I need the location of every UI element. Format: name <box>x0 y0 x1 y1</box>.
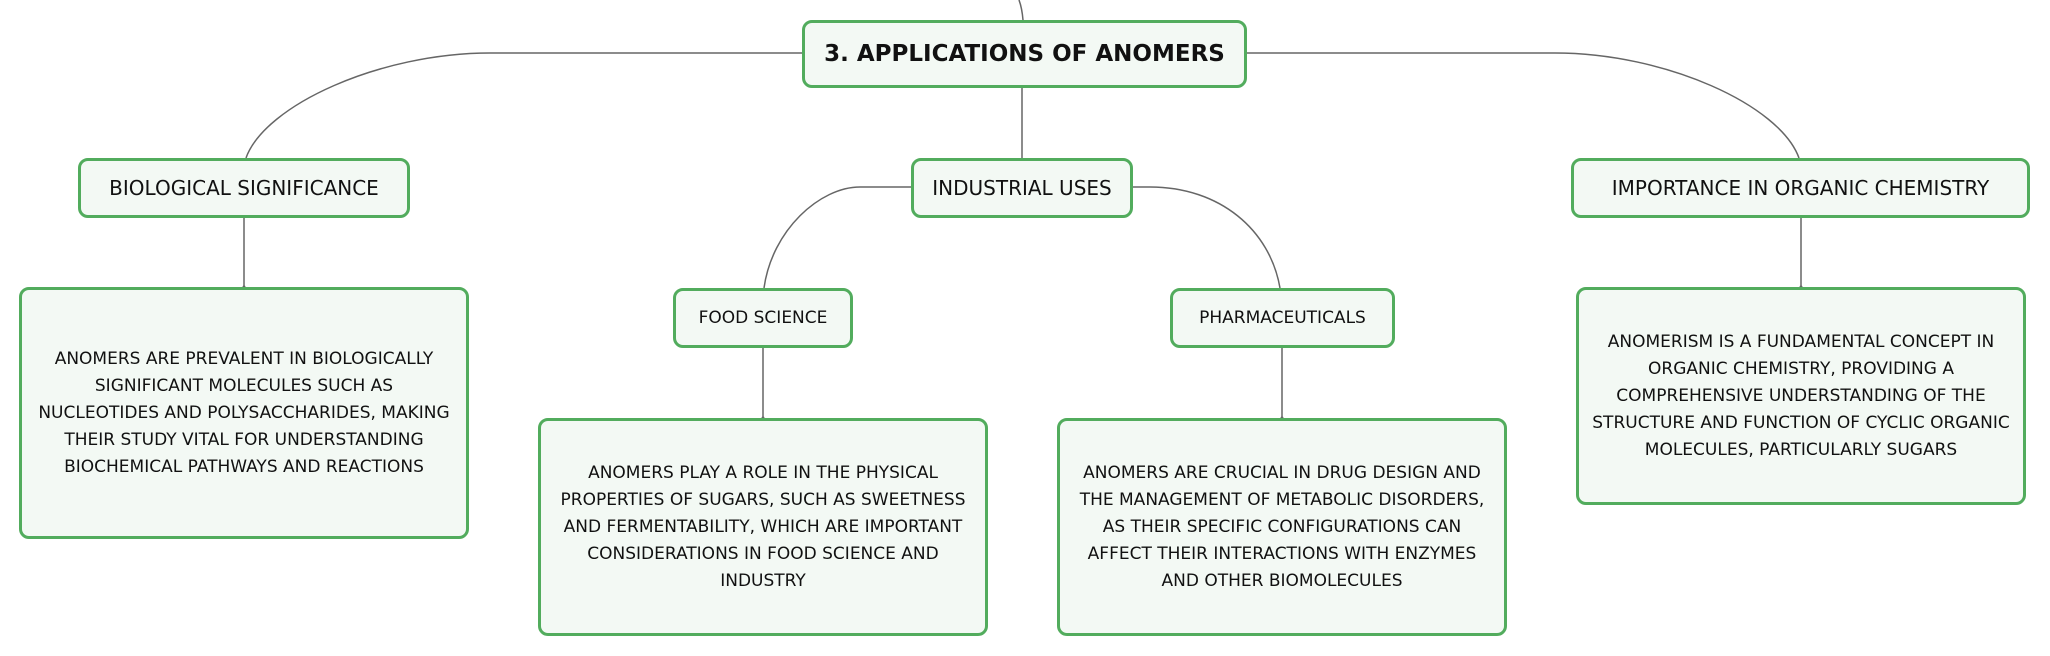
topic-industrial-uses-label: INDUSTRIAL USES <box>932 176 1112 200</box>
root-topic-label: 3. APPLICATIONS OF ANOMERS <box>824 41 1225 67</box>
detail-food-science-text: ANOMERS PLAY A ROLE IN THE PHYSICAL PROP… <box>560 462 966 591</box>
connector-parent-to-root <box>1018 0 1024 21</box>
detail-biological-significance-text: ANOMERS ARE PREVALENT IN BIOLOGICALLY SI… <box>38 348 450 477</box>
detail-pharmaceuticals-text: ANOMERS ARE CRUCIAL IN DRUG DESIGN AND T… <box>1079 462 1485 591</box>
connector-industrial-to-food <box>763 186 911 289</box>
topic-food-science[interactable]: FOOD SCIENCE <box>673 288 853 348</box>
connector-root-to-organic <box>1247 52 1800 159</box>
detail-pharmaceuticals[interactable]: ANOMERS ARE CRUCIAL IN DRUG DESIGN AND T… <box>1057 418 1507 636</box>
root-topic[interactable]: 3. APPLICATIONS OF ANOMERS <box>802 20 1247 88</box>
topic-pharmaceuticals-label: PHARMACEUTICALS <box>1199 308 1366 328</box>
topic-food-science-label: FOOD SCIENCE <box>698 308 828 328</box>
connector-industrial-to-pharma <box>1133 186 1281 289</box>
topic-organic-chemistry-label: IMPORTANCE IN ORGANIC CHEMISTRY <box>1611 176 1990 200</box>
topic-biological-significance[interactable]: BIOLOGICAL SIGNIFICANCE <box>78 158 410 218</box>
detail-food-science[interactable]: ANOMERS PLAY A ROLE IN THE PHYSICAL PROP… <box>538 418 988 636</box>
topic-pharmaceuticals[interactable]: PHARMACEUTICALS <box>1170 288 1395 348</box>
topic-industrial-uses[interactable]: INDUSTRIAL USES <box>911 158 1133 218</box>
detail-organic-chemistry-text: ANOMERISM IS A FUNDAMENTAL CONCEPT IN OR… <box>1592 331 2010 460</box>
detail-organic-chemistry[interactable]: ANOMERISM IS A FUNDAMENTAL CONCEPT IN OR… <box>1576 287 2026 505</box>
connector-root-to-biological <box>245 52 802 159</box>
topic-biological-significance-label: BIOLOGICAL SIGNIFICANCE <box>109 176 379 200</box>
topic-organic-chemistry[interactable]: IMPORTANCE IN ORGANIC CHEMISTRY <box>1571 158 2030 218</box>
detail-biological-significance[interactable]: ANOMERS ARE PREVALENT IN BIOLOGICALLY SI… <box>19 287 469 539</box>
